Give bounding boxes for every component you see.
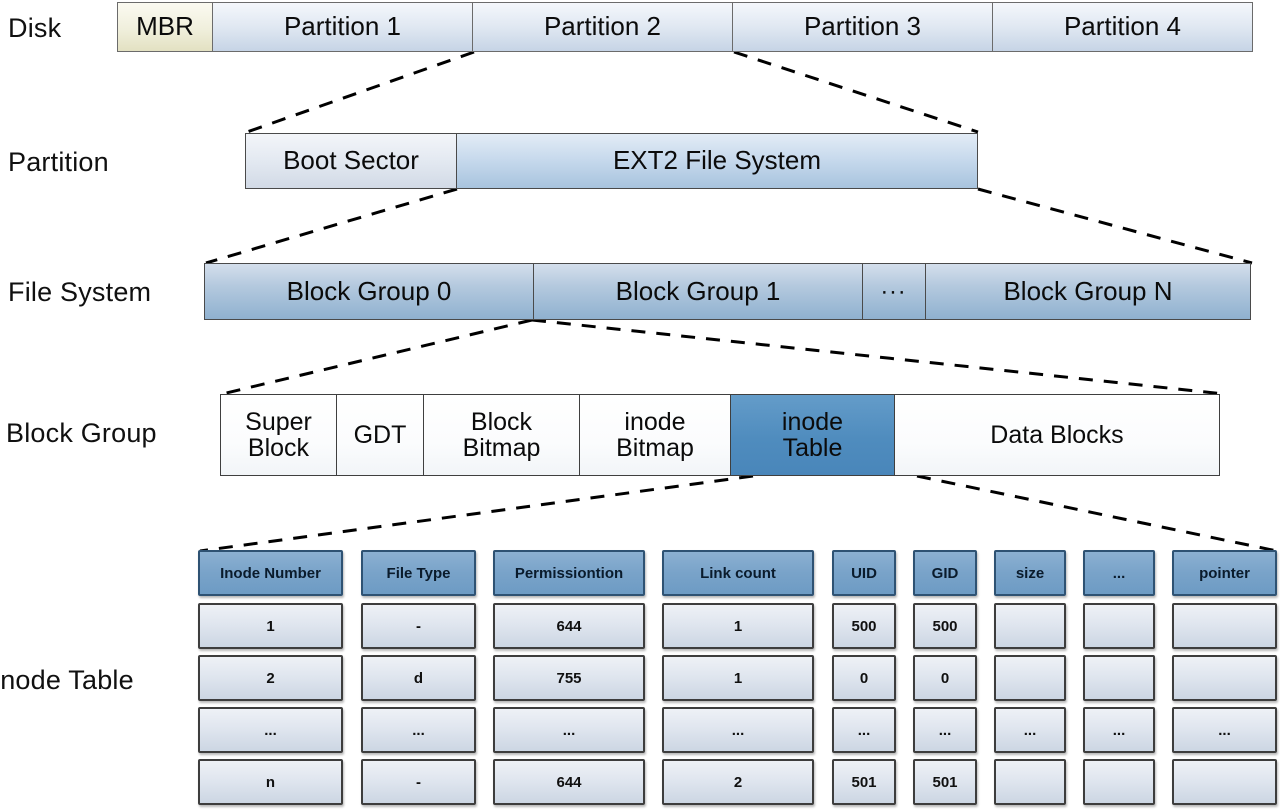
inode-table-row-3-cell-2[interactable]: ... [493, 707, 645, 753]
bg-cell-inode-table[interactable]: inode Table [730, 394, 895, 476]
fs-cell-block-group-1[interactable]: Block Group 1 [533, 263, 863, 320]
inode-table-row-2-cell-7[interactable] [1083, 655, 1155, 701]
connector-fs-right [531, 318, 1225, 396]
inode-table-header-row-cell-8[interactable]: pointer [1172, 550, 1277, 596]
inode-table-row-4-cell-2[interactable]: 644 [493, 759, 645, 805]
inode-table-row-4-cell-4[interactable]: 501 [832, 759, 896, 805]
bg-cell-block-bitmap[interactable]: Block Bitmap [423, 394, 580, 476]
inode-table-row-2-cell-5[interactable]: 0 [913, 655, 977, 701]
fs-cell-ellipsis: ∙∙∙ [862, 263, 926, 320]
inode-table-row-3: ........................... [198, 707, 1280, 759]
connector-disk-left [246, 50, 475, 134]
inode-table-row-1-cell-8[interactable] [1172, 603, 1277, 649]
inode-table-header-row-cell-0[interactable]: Inode Number [198, 550, 343, 596]
connector-partition-left [205, 187, 458, 265]
inode-table-header-row: Inode Number File Type Permissiontion Link … [198, 550, 1280, 602]
connector-partition-right [977, 187, 1253, 265]
file-system-bar: Block Group 0 Block Group 1 ∙∙∙ Block Gr… [204, 263, 1251, 320]
inode-table-row-4-cell-6[interactable] [994, 759, 1066, 805]
inode-table-row-3-cell-5[interactable]: ... [913, 707, 977, 753]
inode-table-row-4-cell-7[interactable] [1083, 759, 1155, 805]
inode-table-row-4-cell-0[interactable]: n [198, 759, 343, 805]
inode-table-header-row-cell-1[interactable]: File Type [361, 550, 476, 596]
disk-cell-partition-4[interactable]: Partition 4 [992, 2, 1253, 52]
partition-bar: Boot Sector EXT2 File System [245, 133, 978, 189]
inode-table-row-2-cell-4[interactable]: 0 [832, 655, 896, 701]
bg-cell-gdt[interactable]: GDT [336, 394, 424, 476]
inode-table-row-3-cell-7[interactable]: ... [1083, 707, 1155, 753]
inode-table-row-1-cell-5[interactable]: 500 [913, 603, 977, 649]
inode-table-row-2-cell-0[interactable]: 2 [198, 655, 343, 701]
inode-table-row-3-cell-6[interactable]: ... [994, 707, 1066, 753]
bg-cell-data-blocks[interactable]: Data Blocks [894, 394, 1220, 476]
inode-table-header-row-cell-6[interactable]: size [994, 550, 1066, 596]
inode-table-row-3-cell-0[interactable]: ... [198, 707, 343, 753]
disk-cell-partition-1[interactable]: Partition 1 [212, 2, 473, 52]
connector-bg-left [199, 474, 754, 553]
bg-cell-super-block[interactable]: Super Block [220, 394, 337, 476]
block-group-bar: Super Block GDT Block Bitmap inode Bitma… [220, 394, 1220, 476]
partition-cell-boot-sector[interactable]: Boot Sector [245, 133, 457, 189]
inode-table-header-row-cell-7[interactable]: ... [1083, 550, 1155, 596]
disk-cell-partition-3[interactable]: Partition 3 [732, 2, 993, 52]
inode-table-row-1-cell-7[interactable] [1083, 603, 1155, 649]
fs-cell-block-group-0[interactable]: Block Group 0 [204, 263, 534, 320]
inode-table-row-2-cell-6[interactable] [994, 655, 1066, 701]
inode-table-row-2-cell-2[interactable]: 755 [493, 655, 645, 701]
inode-table-row-1-cell-4[interactable]: 500 [832, 603, 896, 649]
inode-table-row-2-cell-1[interactable]: d [361, 655, 476, 701]
row-label-inode-table: inode Table [0, 665, 134, 695]
inode-table-header-row-cell-3[interactable]: Link count [662, 550, 814, 596]
inode-table-row-3-cell-1[interactable]: ... [361, 707, 476, 753]
inode-table-row-4: n-644 2 501 501 [198, 759, 1280, 811]
inode-table-row-4-cell-3[interactable]: 2 [662, 759, 814, 805]
inode-table-row-2-cell-3[interactable]: 1 [662, 655, 814, 701]
row-label-partition: Partition [8, 147, 109, 177]
inode-table-row-4-cell-1[interactable]: - [361, 759, 476, 805]
inode-table-row-1-cell-2[interactable]: 644 [493, 603, 645, 649]
inode-table-row-1-cell-1[interactable]: - [361, 603, 476, 649]
inode-table-row-3-cell-8[interactable]: ... [1172, 707, 1277, 753]
row-label-file-system: File System [8, 277, 152, 307]
inode-table-row-1-cell-3[interactable]: 1 [662, 603, 814, 649]
disk-cell-partition-2[interactable]: Partition 2 [472, 2, 733, 52]
connector-fs-left [221, 318, 533, 396]
connector-bg-right [916, 474, 1278, 553]
inode-table-row-3-cell-3[interactable]: ... [662, 707, 814, 753]
inode-table-row-3-cell-4[interactable]: ... [832, 707, 896, 753]
inode-table-row-2-cell-8[interactable] [1172, 655, 1277, 701]
inode-table-row-4-cell-8[interactable] [1172, 759, 1277, 805]
disk-bar: MBR Partition 1 Partition 2 Partition 3 … [117, 2, 1253, 52]
inode-table-header-row-cell-2[interactable]: Permissiontion [493, 550, 645, 596]
row-label-block-group: Block Group [6, 418, 157, 448]
partition-cell-ext2-filesystem[interactable]: EXT2 File System [456, 133, 978, 189]
connector-disk-right [733, 50, 979, 134]
inode-table-header-row-cell-5[interactable]: GID [913, 550, 977, 596]
fs-cell-block-group-n[interactable]: Block Group N [925, 263, 1251, 320]
disk-cell-mbr[interactable]: MBR [117, 2, 213, 52]
bg-cell-inode-bitmap[interactable]: inode Bitmap [579, 394, 731, 476]
inode-table-row-4-cell-5[interactable]: 501 [913, 759, 977, 805]
row-label-disk: Disk [8, 13, 62, 43]
inode-table-row-1-cell-6[interactable] [994, 603, 1066, 649]
inode-table-header-row-cell-4[interactable]: UID [832, 550, 896, 596]
inode-table-row-1-cell-0[interactable]: 1 [198, 603, 343, 649]
